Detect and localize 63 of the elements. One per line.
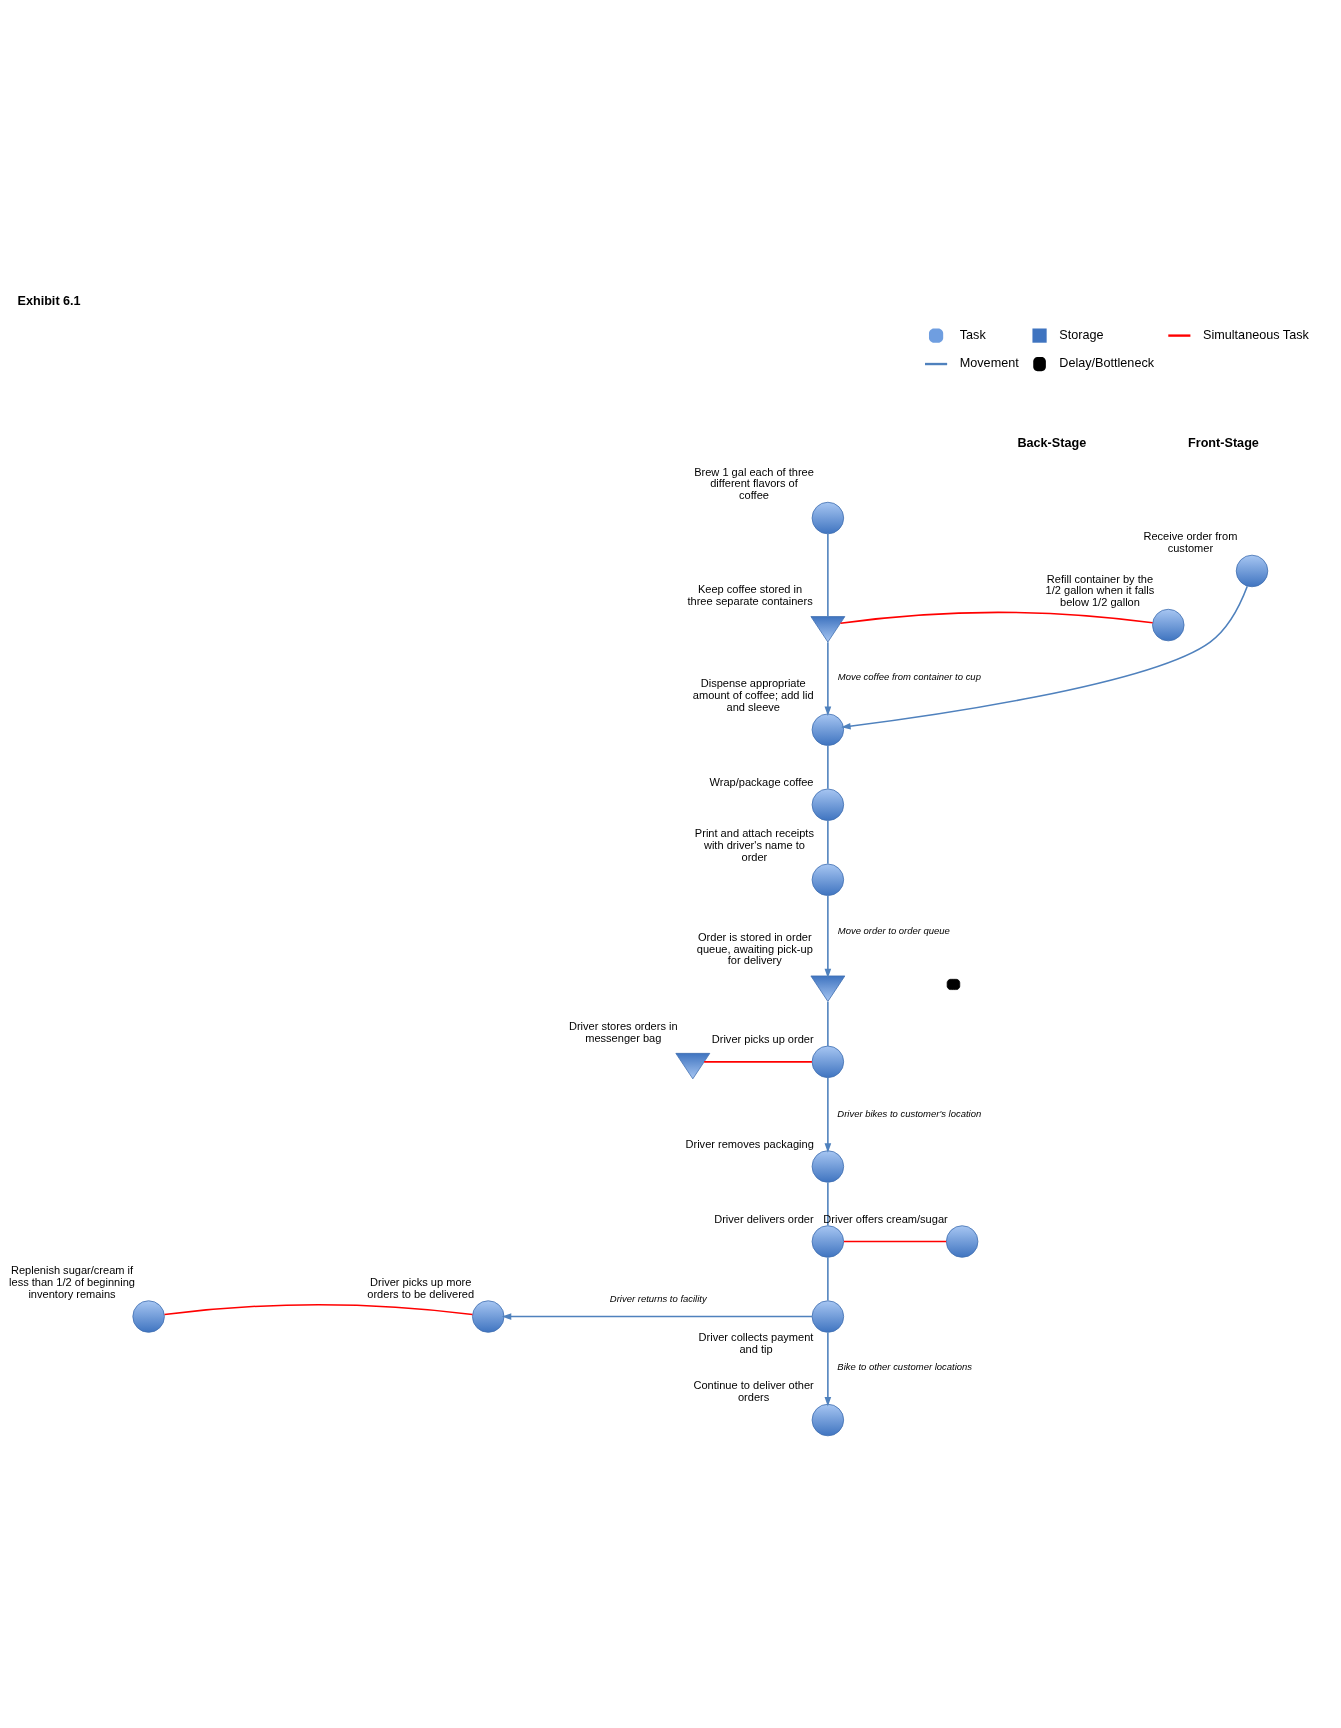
legend-label: Delay/Bottleneck [1059, 356, 1155, 371]
node-circle [1152, 608, 1185, 642]
node-label: Driver removes packaging [685, 1137, 814, 1150]
arrow [824, 1077, 832, 1153]
arrow [824, 641, 832, 717]
edge-label: Driver returns to facility [609, 1292, 707, 1304]
arrow [841, 585, 1249, 730]
edge-label: Driver bikes to customer's location [837, 1107, 982, 1119]
node-label: Replenish sugar/cream if less than 1/2 of beginning inventory remains [9, 1264, 135, 1300]
node-triangle [810, 616, 846, 643]
node-circle [811, 1225, 845, 1258]
edge-label: Move coffee from container to cup [837, 671, 981, 683]
node-label: Driver picks up more orders to be delivered [367, 1275, 475, 1300]
legend-label: Movement [959, 356, 1019, 371]
connector [827, 1256, 829, 1302]
arrow [824, 895, 832, 979]
node-circle [811, 1045, 845, 1079]
connector [827, 533, 829, 618]
connector [839, 611, 1154, 625]
node-circle [811, 788, 845, 821]
node-circle [132, 1300, 165, 1333]
node-label: Continue to deliver other orders [693, 1379, 814, 1404]
node-label: Driver collects payment and tip [698, 1331, 814, 1356]
node-circle [811, 863, 845, 896]
label: Front-Stage [1188, 435, 1259, 450]
node-circle [811, 713, 845, 746]
connector [163, 1303, 474, 1316]
connector [827, 744, 829, 790]
node-circle [811, 1403, 845, 1437]
node-label: Dispense appropriate amount of coffee; add lid and sleeve [692, 677, 814, 713]
node-circle [811, 1300, 845, 1333]
connector [827, 820, 829, 865]
edge-label: Bike to other customer locations [837, 1361, 973, 1373]
connector [703, 1061, 813, 1063]
node-semicircle [946, 978, 961, 990]
arrow [501, 1313, 813, 1320]
arrow [824, 1331, 832, 1407]
node-triangle [675, 1052, 711, 1080]
node-label: Driver picks up order [711, 1033, 814, 1046]
node-label: Order is stored in order queue, awaiting pick-up for delivery [696, 930, 813, 967]
node-circle [811, 1150, 845, 1183]
node-label: Refill container by the 1/2 gallon when it falls below 1/2 gallon [1045, 572, 1155, 609]
legend-label: Storage [1059, 327, 1104, 342]
edge-label: Move order to order queue [837, 924, 950, 936]
node-label: Keep coffee stored in three separate containers [687, 583, 813, 608]
node-label: Driver delivers order [714, 1212, 814, 1225]
node-label: Receive order from customer [1143, 530, 1238, 555]
diagram-title: Exhibit 6.1 [17, 293, 81, 308]
node-label: Print and attach receipts with driver's name to order [694, 827, 814, 863]
connector [827, 1181, 829, 1227]
label: Back-Stage [1017, 435, 1087, 450]
legend-label: Simultaneous Task [1203, 327, 1309, 342]
node-circle [472, 1300, 505, 1333]
node-circle [1235, 554, 1269, 588]
connector [843, 1240, 947, 1243]
node-circle [945, 1225, 979, 1258]
node-label: Brew 1 gal each of three different flavors of coffee [694, 465, 814, 502]
connector [827, 1000, 829, 1047]
node-triangle [810, 975, 846, 1002]
legend-label: Task [959, 327, 986, 342]
node-label: Wrap/package coffee [709, 775, 814, 788]
node-circle [811, 501, 845, 535]
node-label: Driver stores orders in messenger bag [568, 1020, 678, 1044]
